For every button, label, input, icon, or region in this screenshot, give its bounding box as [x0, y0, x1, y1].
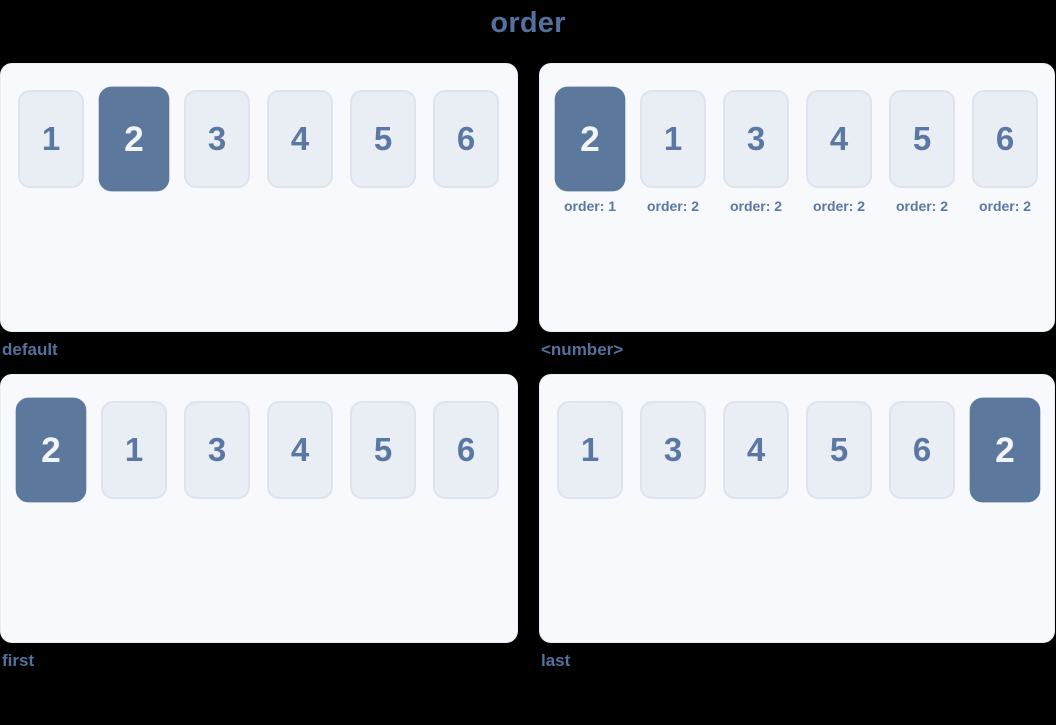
- flex-item-box: 6: [433, 401, 499, 499]
- panel-label-default: default: [2, 340, 58, 359]
- panel-cell-number: 2 order: 1 1 order: 2 3 order: 2 4 order…: [539, 63, 1055, 374]
- flex-item-box: 5: [350, 90, 416, 188]
- flex-item: 2: [969, 397, 1041, 503]
- flex-item-box: 4: [806, 90, 872, 188]
- flex-item-box: 1: [101, 401, 167, 499]
- order-caption: order: 2: [729, 198, 783, 214]
- flex-item-box: 5: [806, 401, 872, 499]
- flex-item-box-highlighted: 2: [15, 397, 87, 503]
- flex-item-box: 6: [433, 90, 499, 188]
- order-caption: order: 2: [812, 198, 866, 214]
- panel-cell-first: 2 1 3 4 5 6 first: [0, 374, 518, 685]
- flex-item-box: 3: [184, 401, 250, 499]
- flex-item-box: 4: [267, 90, 333, 188]
- order-caption: order: 2: [978, 198, 1032, 214]
- panel-label-last: last: [541, 651, 571, 670]
- flex-item-box-highlighted: 2: [554, 86, 626, 192]
- demo-panel-default: 1 2 3 4 5 6: [0, 63, 518, 332]
- panel-label-number: <number>: [541, 340, 624, 359]
- flex-item: 1: [557, 401, 623, 499]
- page-title: order: [490, 7, 566, 39]
- flex-item-box: 4: [267, 401, 333, 499]
- flex-item: 6: [889, 401, 955, 499]
- flex-item-box: 6: [972, 90, 1038, 188]
- flex-item: 2: [15, 397, 87, 503]
- demo-panel-number: 2 order: 1 1 order: 2 3 order: 2 4 order…: [539, 63, 1055, 332]
- flex-item-box: 3: [184, 90, 250, 188]
- flex-item: 5: [806, 401, 872, 499]
- flex-item: 1 order: 2: [640, 90, 706, 214]
- flex-item: 3: [184, 90, 250, 188]
- order-caption: order: 1: [563, 198, 617, 214]
- flex-item-box: 6: [889, 401, 955, 499]
- flex-item: 3: [640, 401, 706, 499]
- panel-cell-last: 1 3 4 5 6 2 last: [539, 374, 1055, 685]
- flex-item-box: 1: [18, 90, 84, 188]
- flex-item: 4: [723, 401, 789, 499]
- order-caption: order: 2: [646, 198, 700, 214]
- flex-items-row: 2 order: 1 1 order: 2 3 order: 2 4 order…: [554, 86, 1038, 214]
- flex-item: 5 order: 2: [889, 90, 955, 214]
- flex-item: 6 order: 2: [972, 90, 1038, 214]
- flex-item-box-highlighted: 2: [969, 397, 1041, 503]
- flex-item-box-highlighted: 2: [98, 86, 170, 192]
- flex-item-box: 1: [557, 401, 623, 499]
- flex-item: 4 order: 2: [806, 90, 872, 214]
- demo-panel-first: 2 1 3 4 5 6: [0, 374, 518, 643]
- flex-item: 3 order: 2: [723, 90, 789, 214]
- flex-item: 4: [267, 90, 333, 188]
- flex-items-row: 1 2 3 4 5 6: [18, 86, 501, 192]
- flex-item: 1: [101, 401, 167, 499]
- flex-item-box: 3: [723, 90, 789, 188]
- flex-item: 4: [267, 401, 333, 499]
- flex-item: 5: [350, 401, 416, 499]
- panel-label-first: first: [2, 651, 35, 670]
- flex-item: 2: [98, 86, 170, 192]
- flex-items-row: 1 3 4 5 6 2: [557, 397, 1041, 503]
- flex-item-box: 4: [723, 401, 789, 499]
- flex-item: 6: [433, 90, 499, 188]
- flex-item: 3: [184, 401, 250, 499]
- flex-item: 1: [18, 90, 84, 188]
- flex-item: 2 order: 1: [554, 86, 626, 214]
- demo-panel-last: 1 3 4 5 6 2: [539, 374, 1055, 643]
- panel-cell-default: 1 2 3 4 5 6 default: [0, 63, 518, 374]
- flex-item-box: 5: [350, 401, 416, 499]
- flex-item-box: 5: [889, 90, 955, 188]
- flex-item: 6: [433, 401, 499, 499]
- flex-item-box: 1: [640, 90, 706, 188]
- order-caption: order: 2: [895, 198, 949, 214]
- flex-item-box: 3: [640, 401, 706, 499]
- flex-item: 5: [350, 90, 416, 188]
- flex-items-row: 2 1 3 4 5 6: [15, 397, 501, 503]
- demo-grid: 1 2 3 4 5 6 default 2 order: 1 1 order: …: [0, 63, 1056, 685]
